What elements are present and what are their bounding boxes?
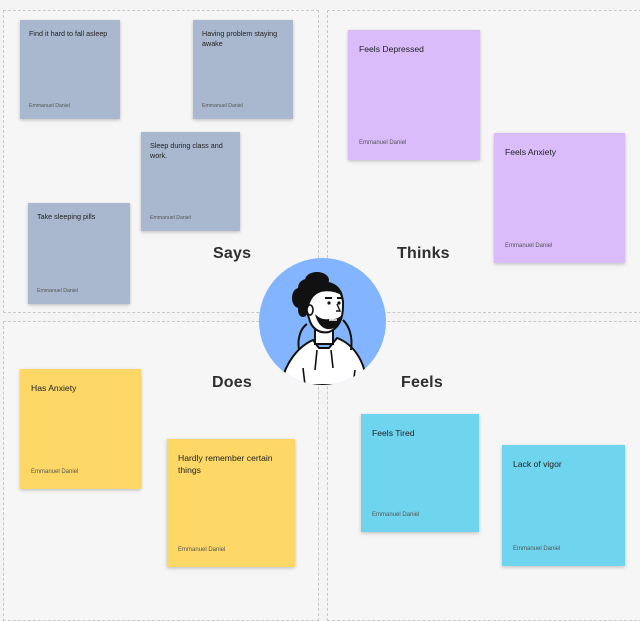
sticky-note[interactable]: Lack of vigor Emmanuel Daniel — [502, 445, 625, 566]
note-author: Emmanuel Daniel — [505, 243, 553, 249]
sticky-note[interactable]: Take sleeping pills Emmanuel Daniel — [28, 203, 130, 304]
user-avatar-illustration-icon — [280, 272, 368, 385]
sticky-note[interactable]: Feels Anxiety Emmanuel Daniel — [494, 133, 625, 263]
sticky-note[interactable]: Feels Tired Emmanuel Daniel — [361, 414, 479, 532]
note-author: Emmanuel Daniel — [31, 469, 79, 475]
note-text: Feels Depressed — [359, 44, 424, 54]
user-avatar[interactable] — [259, 258, 386, 385]
note-text: Having problem staying awake — [202, 29, 278, 49]
note-author: Emmanuel Daniel — [202, 103, 243, 109]
sticky-note[interactable]: Find it hard to fall asleep Emmanuel Dan… — [20, 20, 120, 119]
note-author: Emmanuel Daniel — [29, 103, 70, 109]
note-author: Emmanuel Daniel — [372, 512, 420, 518]
quadrant-label-thinks: Thinks — [397, 245, 450, 262]
note-author: Emmanuel Daniel — [359, 140, 407, 146]
sticky-note[interactable]: Having problem staying awake Emmanuel Da… — [193, 20, 293, 119]
note-text: Sleep during class and work. — [150, 141, 223, 161]
note-author: Emmanuel Daniel — [37, 288, 78, 294]
sticky-note[interactable]: Feels Depressed Emmanuel Daniel — [348, 30, 480, 160]
quadrant-label-does: Does — [212, 374, 252, 391]
note-author: Emmanuel Daniel — [150, 215, 191, 221]
note-text: Has Anxiety — [31, 383, 77, 393]
sticky-note[interactable]: Hardly remember certain things Emmanuel … — [167, 439, 295, 567]
note-author: Emmanuel Daniel — [178, 547, 226, 553]
note-text: Lack of vigor — [513, 459, 562, 469]
sticky-note[interactable]: Has Anxiety Emmanuel Daniel — [20, 369, 141, 489]
note-text: Find it hard to fall asleep — [29, 29, 108, 38]
note-text: Hardly remember certain things — [178, 453, 273, 476]
quadrant-label-says: Says — [213, 245, 252, 262]
note-author: Emmanuel Daniel — [513, 546, 561, 552]
note-text: Take sleeping pills — [37, 212, 96, 221]
quadrant-label-feels: Feels — [401, 374, 443, 391]
note-text: Feels Anxiety — [505, 147, 557, 157]
note-text: Feels Tired — [372, 428, 415, 438]
sticky-note[interactable]: Sleep during class and work. Emmanuel Da… — [141, 132, 240, 231]
